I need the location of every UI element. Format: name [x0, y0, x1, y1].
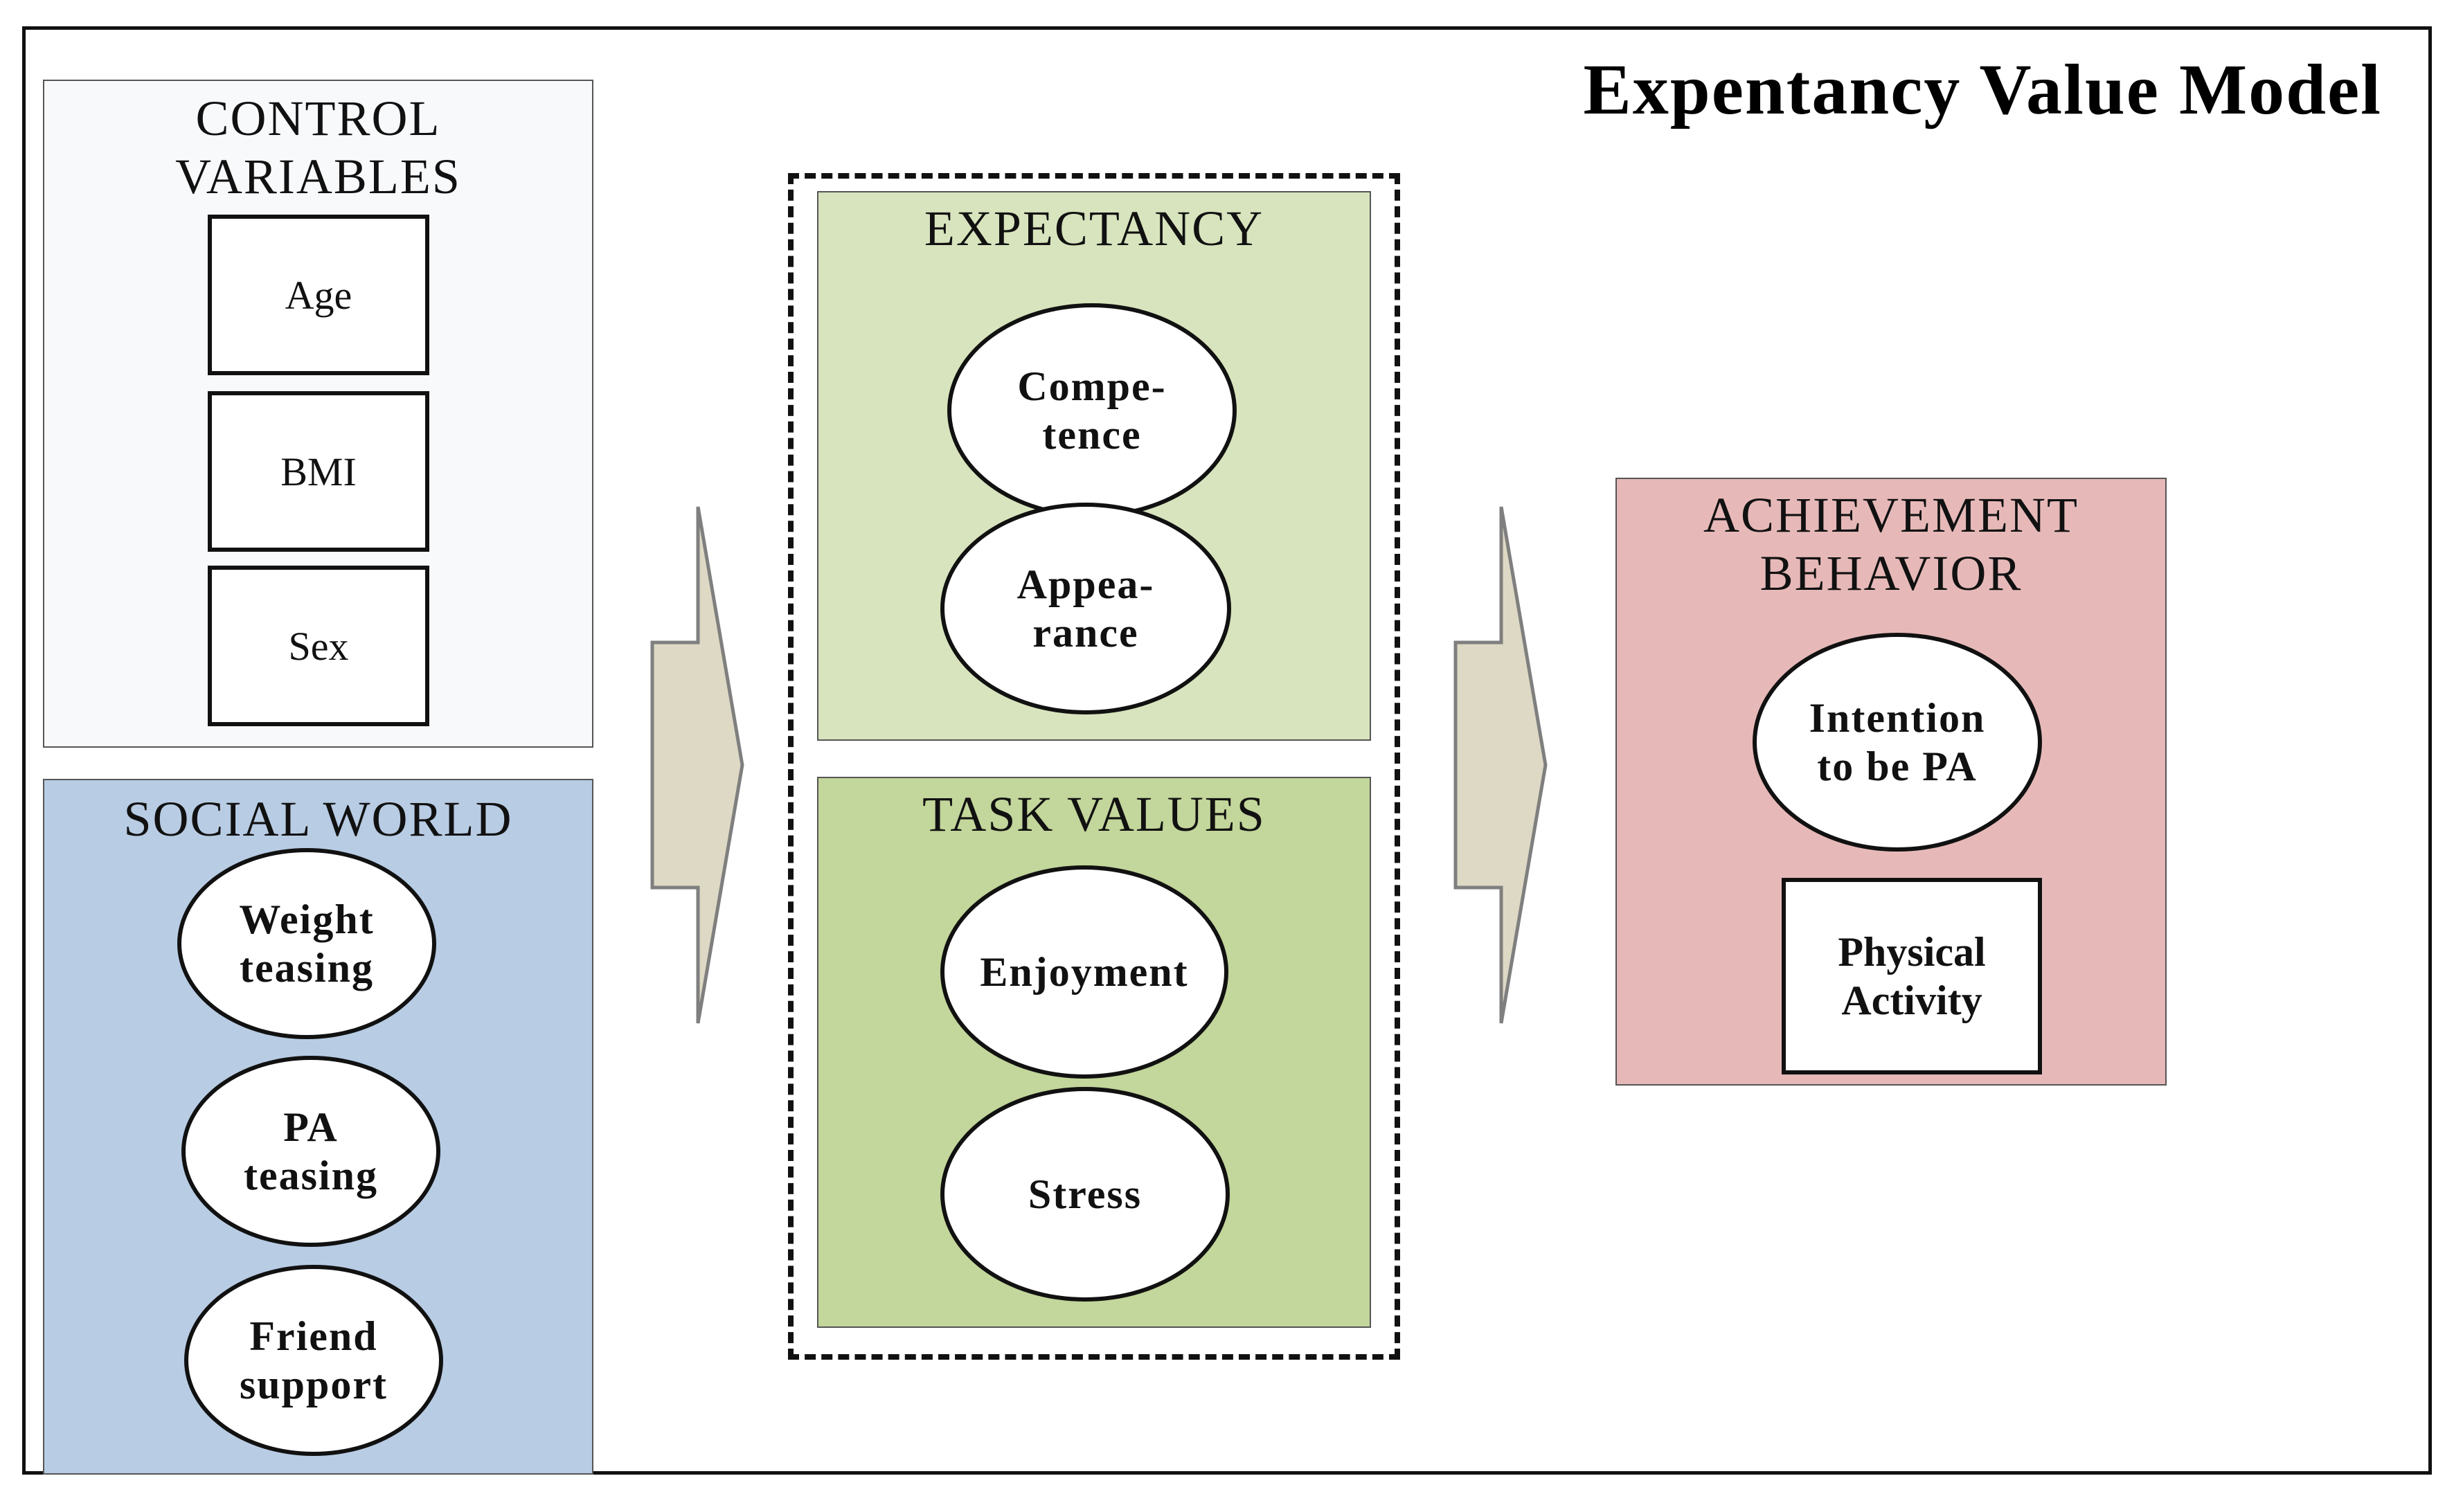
right-arrow-1 [650, 506, 744, 1024]
achievement-behavior-title: ACHIEVEMENT BEHAVIOR [1703, 487, 2079, 601]
achievement-behavior-panel: ACHIEVEMENT BEHAVIOR Intention to be PA … [1615, 478, 2167, 1086]
sex-box: Sex [208, 566, 429, 726]
enjoyment-ellipse: Enjoyment [940, 865, 1228, 1079]
right-arrow-2 [1453, 506, 1548, 1024]
expectancy-title: EXPECTANCY [924, 201, 1264, 256]
bmi-box: BMI [208, 391, 429, 552]
pa-teasing-ellipse: PA teasing [181, 1056, 440, 1247]
social-world-panel: SOCIAL WORLD Weight teasing PA teasing F… [43, 779, 593, 1475]
diagram-title: Expentancy Value Model [1583, 50, 2382, 129]
friend-support-ellipse: Friend support [184, 1265, 443, 1456]
weight-teasing-ellipse: Weight teasing [177, 848, 436, 1039]
physical-activity-box: Physical Activity [1782, 878, 2042, 1074]
task-values-title: TASK VALUES [922, 786, 1266, 842]
social-world-title: SOCIAL WORLD [123, 791, 513, 847]
outer-frame [22, 26, 2432, 1475]
control-variables-title: CONTROL VARIABLES [175, 91, 461, 204]
age-box: Age [208, 215, 429, 375]
competence-ellipse: Compe- tence [947, 303, 1237, 518]
stress-ellipse: Stress [940, 1087, 1230, 1302]
task-values-panel: TASK VALUES Enjoyment Stress [817, 777, 1371, 1328]
appearance-ellipse: Appea- rance [940, 503, 1231, 714]
control-variables-panel: CONTROL VARIABLES Age BMI Sex [43, 80, 593, 748]
expectancy-task-values-group [788, 173, 1400, 1360]
intention-to-be-pa-ellipse: Intention to be PA [1753, 633, 2042, 852]
expectancy-panel: EXPECTANCY Compe- tence Appea- rance [817, 191, 1371, 741]
